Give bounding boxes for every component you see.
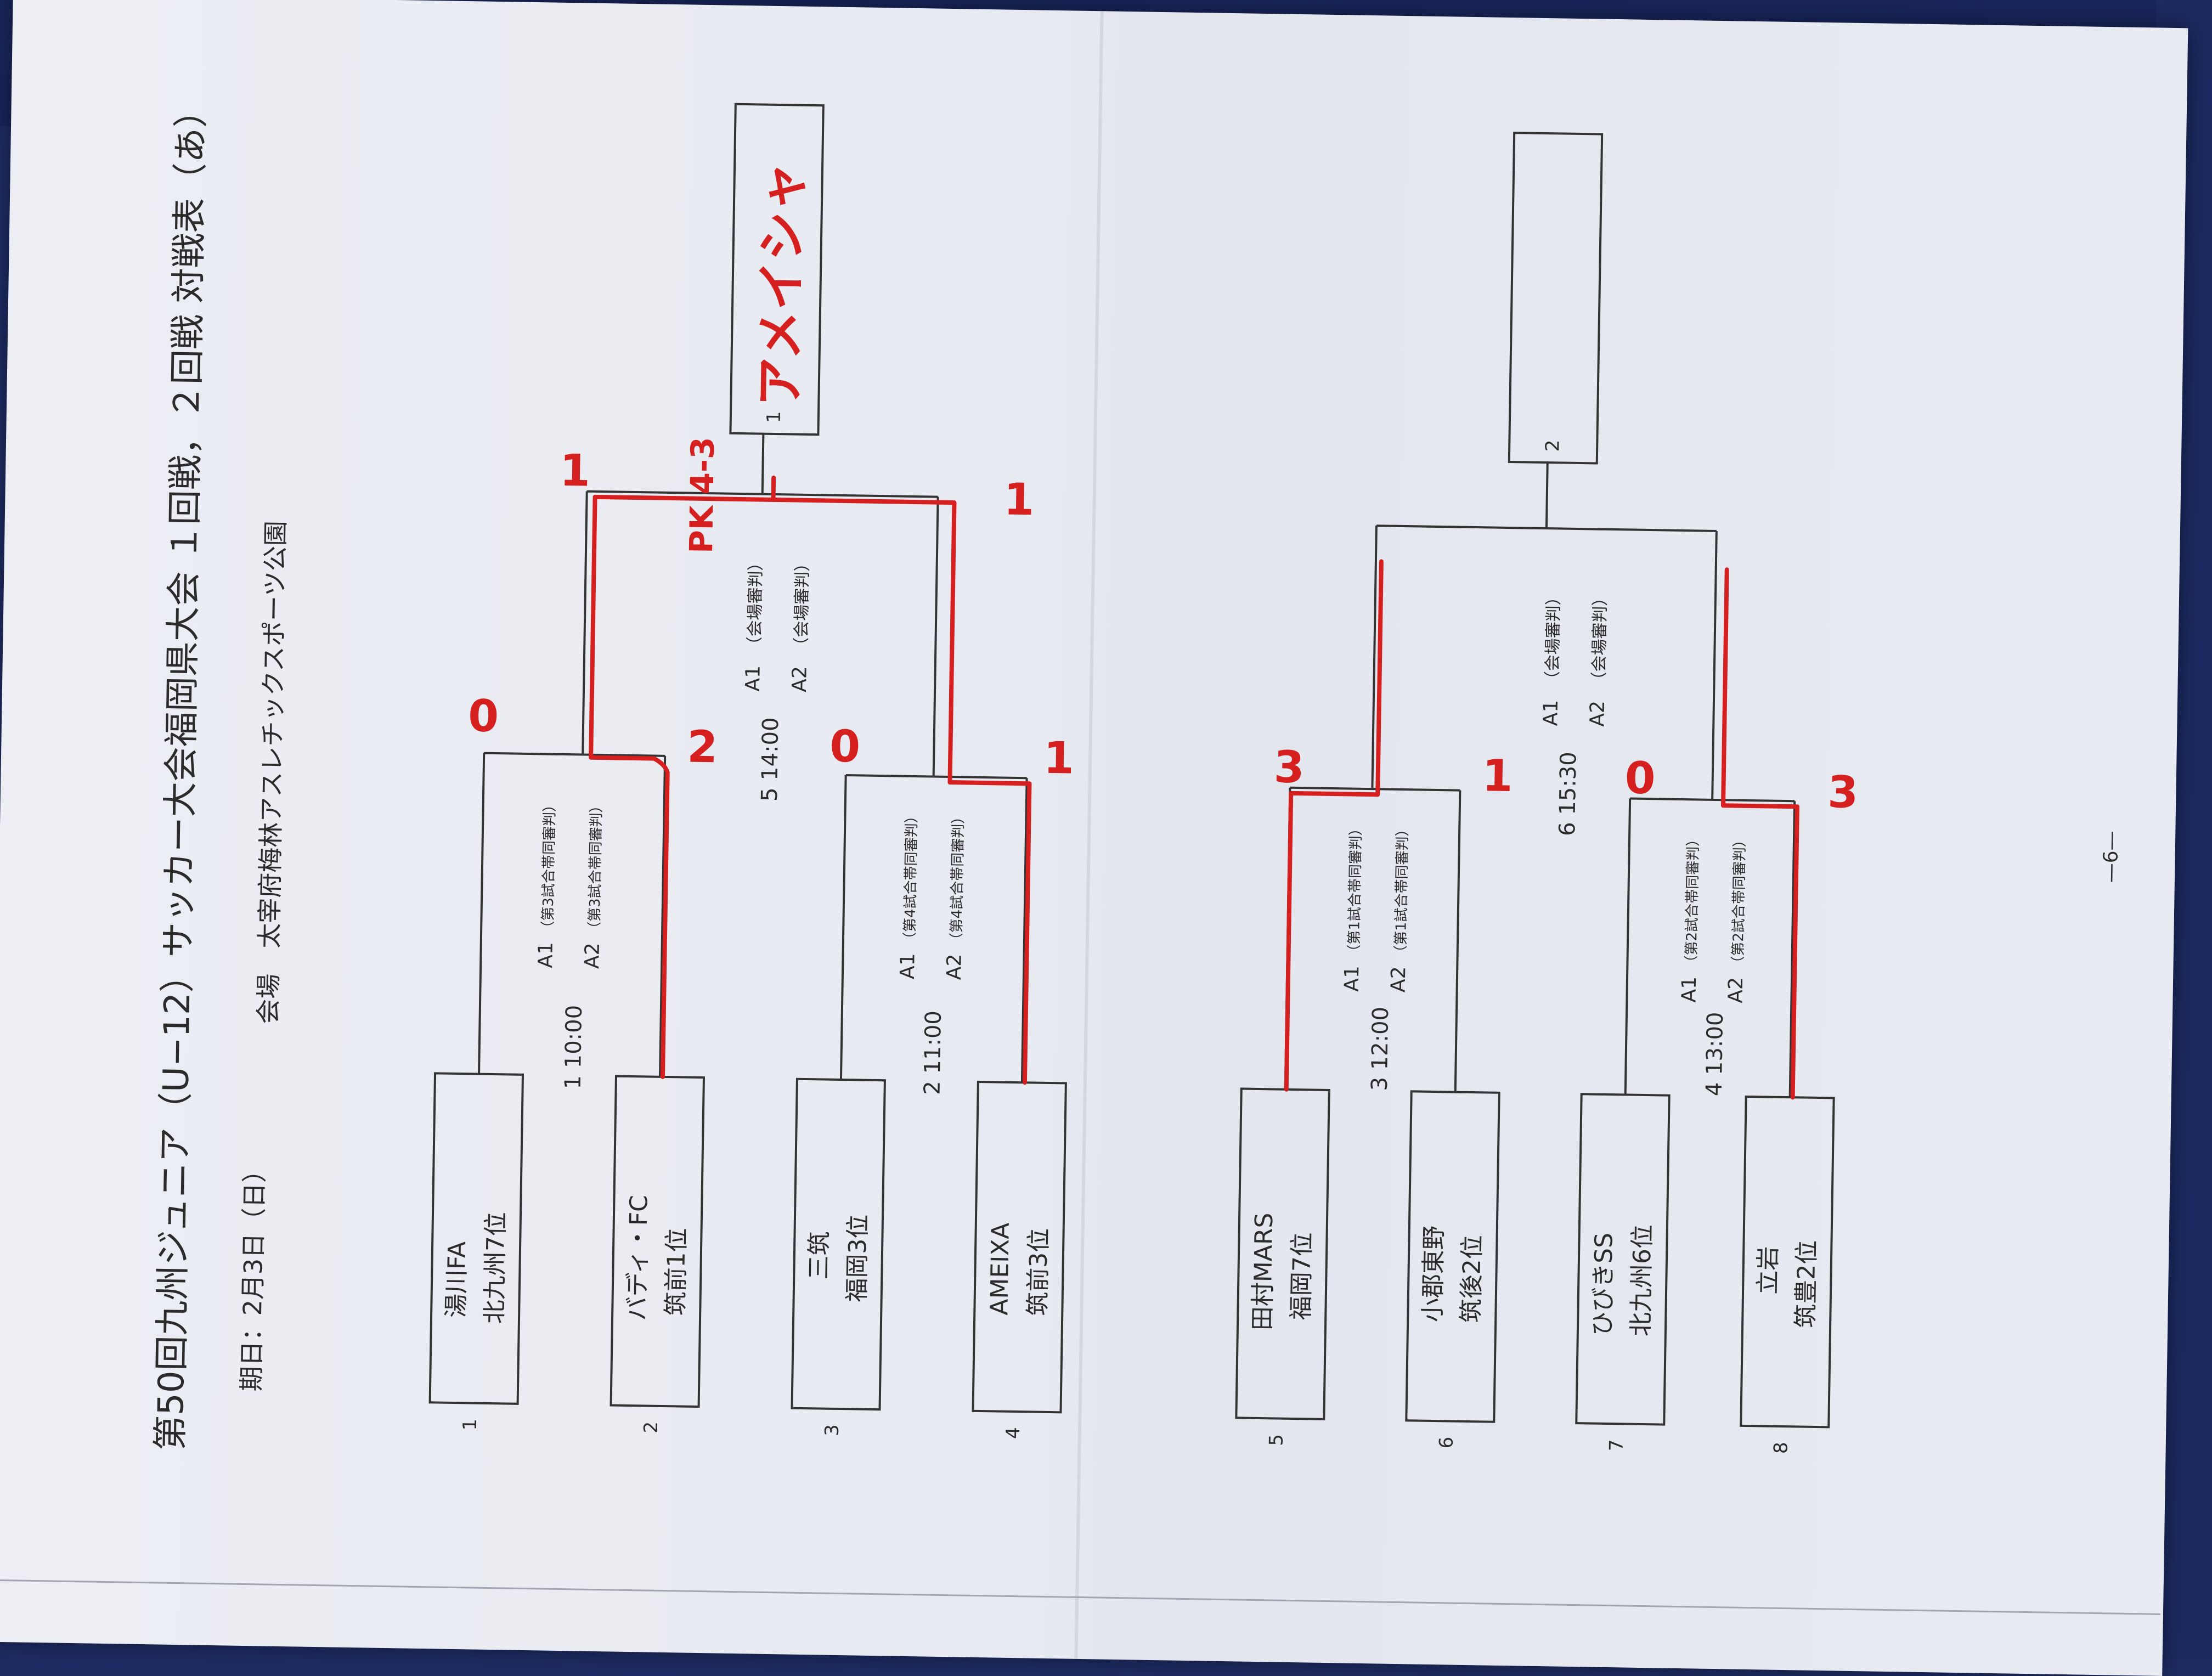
team-seed: 5 xyxy=(1266,1434,1288,1446)
referee-a1-note: （第2試合帯同審判） xyxy=(1683,832,1702,970)
venue-line: 会場 太宰府梅林アスレチックスポーツ公園 xyxy=(253,521,290,1024)
winner-seed: 2 xyxy=(1542,439,1564,452)
team-rank: 筑後2位 xyxy=(1457,1235,1487,1323)
team-seed: 3 xyxy=(821,1424,843,1436)
referee-a2-note: （会場審判） xyxy=(792,555,812,654)
match-time: 6 15:30 xyxy=(1555,752,1581,836)
team-rank: 福岡3位 xyxy=(843,1214,873,1302)
winner-box: 1 アメイシャ xyxy=(729,103,825,436)
team-seed: 1 xyxy=(459,1419,481,1431)
score-m1-top: 0 xyxy=(468,690,499,742)
red-pen-paths xyxy=(589,475,1799,1100)
score-m3-bottom: 1 xyxy=(1482,750,1513,802)
referee-a1: A1 xyxy=(1341,966,1364,992)
referee-a1: A1 xyxy=(742,665,765,692)
date-line: 期日：2月3日（日） xyxy=(236,1157,270,1391)
team-name: 湯川FA xyxy=(442,1241,471,1318)
referee-a2-note: （第3試合帯同審判） xyxy=(586,798,605,936)
match-info: 3 12:00 A1 （第1試合帯同審判） A2 （第1試合帯同審判） xyxy=(1341,821,1412,1091)
team-box: 6 小郡東野 筑後2位 xyxy=(1405,1090,1500,1449)
team-rank: 北九州6位 xyxy=(1627,1224,1657,1337)
team-name: 三筑 xyxy=(805,1231,833,1280)
team-rank: 福岡7位 xyxy=(1287,1232,1317,1321)
team-seed: 6 xyxy=(1436,1436,1458,1448)
score-m1-bottom: 2 xyxy=(687,721,718,773)
team-name: 立岩 xyxy=(1754,1246,1782,1295)
referee-a1-note: （第1試合帯同審判） xyxy=(1346,821,1365,959)
referee-a2: A2 xyxy=(1724,977,1747,1003)
referee-a1: A1 xyxy=(896,953,919,979)
referee-a1-note: （会場審判） xyxy=(1543,589,1564,688)
winner-seed: 1 xyxy=(763,411,785,423)
score-m5-pk: PK 4-3 xyxy=(682,437,721,554)
referee-a2: A2 xyxy=(1586,701,1609,727)
referee-a1: A1 xyxy=(1678,976,1701,1002)
team-box: 2 バディ・FC 筑前1位 xyxy=(610,1075,706,1434)
team-rank: 筑豊2位 xyxy=(1792,1240,1821,1328)
team-box: 1 湯川FA 北九州7位 xyxy=(428,1072,524,1431)
match-info: 5 14:00 A1 （会場審判） A2 （会場審判） xyxy=(742,554,812,802)
team-seed: 4 xyxy=(1002,1427,1024,1439)
referee-a2: A2 xyxy=(943,953,966,980)
team-seed: 7 xyxy=(1605,1439,1627,1451)
score-m4-bottom: 3 xyxy=(1827,766,1859,818)
team-box: 8 立岩 筑豊2位 xyxy=(1740,1095,1835,1454)
match-time: 4 13:00 xyxy=(1702,1012,1728,1096)
referee-a2: A2 xyxy=(581,943,604,969)
winner-handwritten: アメイシャ xyxy=(751,162,812,407)
match-info: 2 11:00 A1 （第4試合帯同審判） A2 （第4試合帯同審判） xyxy=(896,809,967,1095)
score-m2-bottom: 1 xyxy=(1043,732,1074,784)
match-info: 1 10:00 A1 （第3試合帯同審判） A2 （第3試合帯同審判） xyxy=(534,798,605,1090)
match-time: 3 12:00 xyxy=(1367,1007,1393,1091)
referee-a2-note: （会場審判） xyxy=(1589,589,1610,689)
referee-a1-note: （第3試合帯同審判） xyxy=(540,798,558,935)
score-m4-top: 0 xyxy=(1624,752,1656,804)
handwritten-scores: 0 2 0 1 3 1 0 3 1 1 PK 4-3 xyxy=(468,437,1859,818)
referee-a2: A2 xyxy=(788,666,811,692)
score-m3-top: 3 xyxy=(1273,741,1305,793)
winner-box: 2 xyxy=(1508,132,1604,465)
team-name: AMEIXA xyxy=(985,1222,1015,1316)
bracket-lines xyxy=(478,433,1796,1098)
team-box: 7 ひびきSS 北九州6位 xyxy=(1575,1093,1671,1452)
referee-a2-note: （第2試合帯同審判） xyxy=(1730,833,1748,970)
score-m5-top: 1 xyxy=(560,445,591,496)
team-rank: 筑前3位 xyxy=(1024,1228,1053,1316)
team-seed: 2 xyxy=(640,1421,662,1434)
referee-a1: A1 xyxy=(1539,699,1562,726)
team-name: 田村MARS xyxy=(1249,1212,1278,1330)
team-name: バディ・FC xyxy=(623,1195,653,1321)
match-time: 2 11:00 xyxy=(920,1011,946,1095)
referee-a2-note: （第1試合帯同審判） xyxy=(1393,822,1412,960)
match-info: 6 15:30 A1 （会場審判） A2 （会場審判） xyxy=(1539,589,1610,836)
team-box: 5 田村MARS 福岡7位 xyxy=(1235,1087,1330,1446)
score-m5-bottom: 1 xyxy=(1003,474,1035,526)
match-time: 5 14:00 xyxy=(757,717,783,802)
team-name: 小郡東野 xyxy=(1419,1226,1448,1323)
page-number: —6— xyxy=(2100,831,2123,883)
document-title: 第50回九州ジュニア（U−12）サッカー大会福岡県大会 １回戦，２回戦 対戦表（… xyxy=(150,92,212,1451)
match-time: 1 10:00 xyxy=(561,1005,587,1090)
referee-a1: A1 xyxy=(534,942,557,968)
team-box: 3 三筑 福岡3位 xyxy=(791,1077,886,1436)
team-name: ひびきSS xyxy=(1589,1233,1618,1336)
score-m2-top: 0 xyxy=(830,721,861,772)
referee-a2-note: （第4試合帯同審判） xyxy=(949,810,967,947)
team-seed: 8 xyxy=(1770,1442,1792,1454)
referee-a1-note: （会場審判） xyxy=(745,554,766,653)
referee-a1-note: （第4試合帯同審判） xyxy=(902,809,921,946)
referee-a2: A2 xyxy=(1387,966,1410,992)
team-rank: 筑前1位 xyxy=(662,1228,691,1316)
team-rank: 北九州7位 xyxy=(481,1212,510,1324)
team-box: 4 AMEIXA 筑前3位 xyxy=(972,1080,1067,1439)
match-info: 4 13:00 A1 （第2試合帯同審判） A2 （第2試合帯同審判） xyxy=(1678,832,1748,1097)
